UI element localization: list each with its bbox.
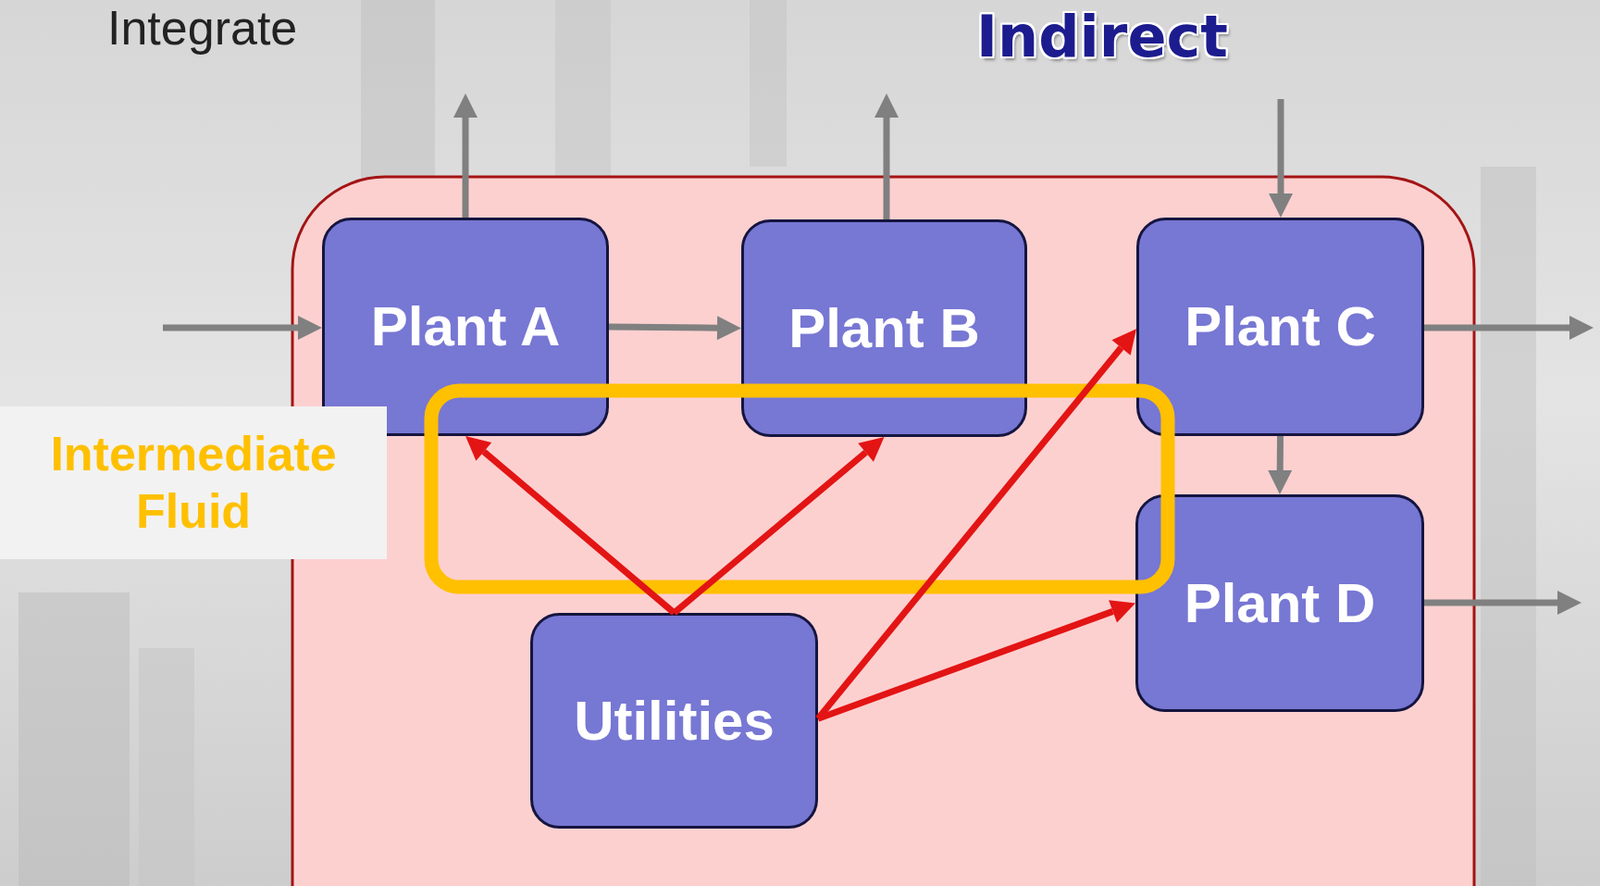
utility-flow-arrow: [674, 436, 885, 613]
connectors: [465, 315, 1292, 719]
connector-line: [608, 326, 718, 328]
plant-box-shape: [1137, 496, 1424, 711]
plant-box-shape: [743, 221, 1027, 436]
box-label: Plant A: [371, 296, 560, 358]
box-shapes: [323, 219, 1424, 828]
arrow-head: [465, 435, 492, 461]
box-label: Plant C: [1184, 296, 1377, 358]
utility-flow-arrow: [818, 328, 1137, 719]
box-label: Plant D: [1184, 572, 1377, 634]
plant-box: Plant C: [1136, 217, 1425, 436]
connector-line: [1277, 435, 1284, 471]
arrow-head: [1267, 470, 1292, 495]
box-label: Plant B: [788, 297, 980, 360]
connector-line: [818, 347, 1122, 719]
intermediate-fluid-frame: [431, 390, 1168, 587]
plant-box: Utilities: [530, 612, 819, 829]
connector-line: [674, 452, 867, 613]
slide-heading-fragment: Integrate: [107, 1, 298, 55]
arrow-head: [857, 436, 884, 462]
connector-line: [483, 451, 675, 613]
arrow-head: [1111, 328, 1137, 355]
plant-box: Plant A: [322, 217, 609, 436]
product-flow-arrow: [608, 315, 742, 340]
connector-line: [818, 610, 1114, 719]
plant-box: Plant B: [741, 219, 1028, 437]
plant-box-shape: [1138, 219, 1424, 435]
product-flow-arrow: [1267, 435, 1292, 495]
box-label: Utilities: [573, 690, 775, 752]
utility-flow-arrow: [465, 435, 675, 613]
site-boundary: [292, 176, 1475, 886]
arrow-head: [717, 315, 742, 340]
plant-box: Plant D: [1135, 494, 1425, 712]
intermediate-fluid-label: Intermediate Fluid: [0, 406, 387, 559]
diagram-title: Indirect: [976, 5, 1228, 69]
utility-flow-arrow: [818, 599, 1136, 719]
plant-box-shape: [323, 219, 608, 435]
arrow-head: [1108, 599, 1136, 622]
plant-box-shape: [532, 614, 818, 828]
